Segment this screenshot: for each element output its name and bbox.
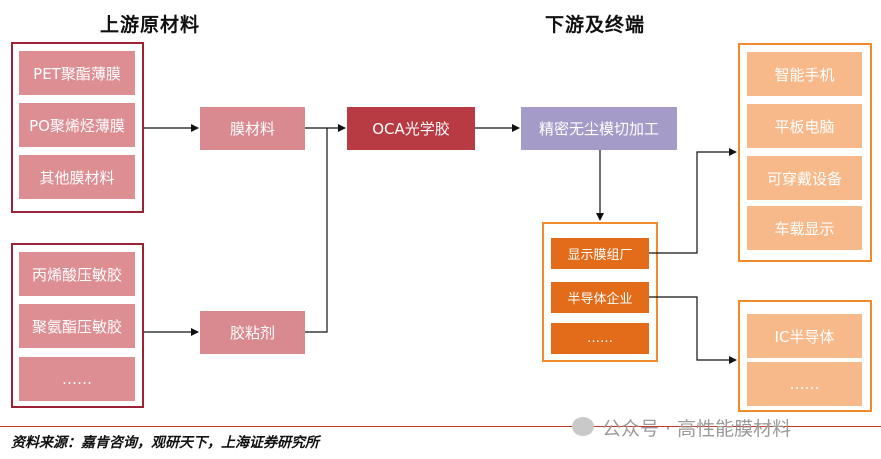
other-film-box: 其他膜材料 bbox=[19, 155, 135, 199]
line-adhesive-up bbox=[305, 128, 328, 333]
adhesive-materials-group bbox=[11, 243, 144, 408]
smartphone-box: 智能手机 bbox=[747, 52, 862, 96]
watermark-text: 公众号 · 高性能膜材料 bbox=[602, 418, 792, 440]
semiconductor-terminals-group bbox=[738, 300, 872, 412]
po-film-box: PO聚烯烃薄膜 bbox=[19, 103, 135, 147]
wechat-icon bbox=[572, 417, 594, 436]
vehicle-display-box: 车载显示 bbox=[747, 206, 862, 250]
pu-psa-box: 聚氨酯压敏胶 bbox=[19, 304, 135, 348]
other-adhesive-box: …… bbox=[19, 357, 135, 401]
display-terminals-group bbox=[738, 43, 872, 262]
ic-semiconductor-box: IC半导体 bbox=[747, 314, 862, 358]
upstream-heading: 上游原材料 bbox=[100, 14, 201, 36]
pet-film-box: PET聚酯薄膜 bbox=[19, 51, 135, 95]
other-maker-box: …… bbox=[551, 323, 649, 354]
film-material-box: 膜材料 bbox=[200, 107, 305, 150]
semiconductor-company-box: 半导体企业 bbox=[551, 282, 649, 313]
film-materials-group bbox=[11, 42, 144, 213]
display-module-maker-box: 显示膜组厂 bbox=[551, 238, 649, 269]
footer-divider bbox=[0, 426, 881, 427]
oca-box: OCA光学胶 bbox=[347, 107, 475, 150]
makers-group bbox=[542, 222, 658, 362]
arrow-display-maker-to-terminals bbox=[649, 148, 737, 254]
precision-die-cutting-box: 精密无尘模切加工 bbox=[521, 107, 677, 150]
wearable-box: 可穿戴设备 bbox=[747, 156, 862, 200]
downstream-heading: 下游及终端 bbox=[545, 14, 646, 36]
adhesive-box: 胶粘剂 bbox=[200, 311, 305, 354]
arrow-semi-maker-to-ic bbox=[649, 296, 737, 364]
tablet-box: 平板电脑 bbox=[747, 104, 862, 148]
acrylic-psa-box: 丙烯酸压敏胶 bbox=[19, 252, 135, 296]
source-note: 资料来源：嘉肯咨询，观研天下，上海证券研究所 bbox=[11, 435, 319, 451]
other-terminal-box: …… bbox=[747, 362, 862, 406]
